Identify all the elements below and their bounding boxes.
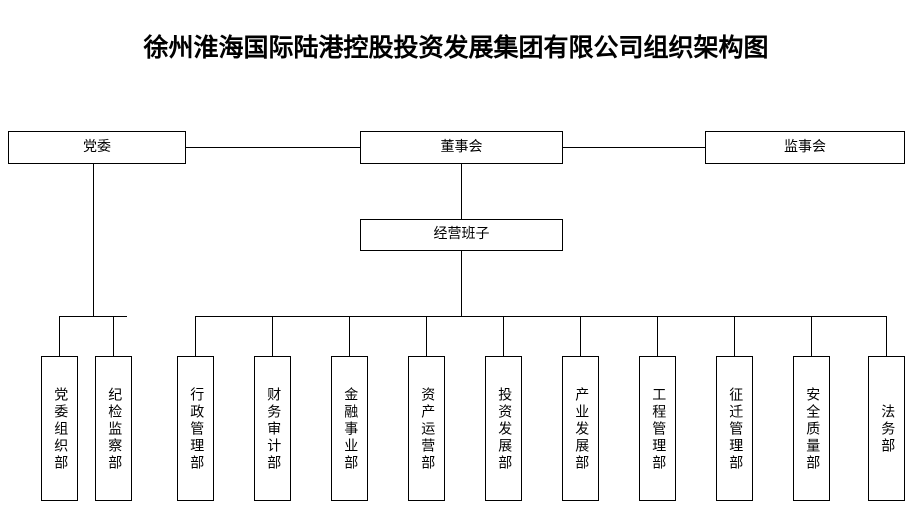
node-label: 金融事业部: [342, 387, 359, 472]
connector-drop-dept-6: [426, 316, 427, 356]
connector-party-to-board: [186, 147, 360, 148]
connector-drop-dept-9: [657, 316, 658, 356]
node-dept-asset-operation[interactable]: 资产运营部: [408, 356, 445, 501]
node-board-of-directors[interactable]: 董事会: [360, 131, 563, 164]
connector-drop-dept-8: [580, 316, 581, 356]
connector-drop-dept-4: [272, 316, 273, 356]
connector-main-bus: [195, 316, 886, 317]
node-dept-administration[interactable]: 行政管理部: [177, 356, 214, 501]
node-label: 监事会: [784, 138, 826, 155]
node-label: 产业发展部: [573, 387, 590, 472]
node-board-of-supervisors[interactable]: 监事会: [705, 131, 905, 164]
node-label: 工程管理部: [650, 387, 667, 472]
node-party-committee[interactable]: 党委: [8, 131, 186, 164]
connector-board-to-supervisors: [563, 147, 705, 148]
node-label: 董事会: [440, 138, 483, 155]
connector-party-drop: [93, 164, 94, 316]
node-label: 经营班子: [433, 226, 490, 243]
connector-drop-dept-5: [349, 316, 350, 356]
node-dept-investment-development[interactable]: 投资发展部: [485, 356, 522, 501]
node-dept-party-org[interactable]: 党委组织部: [41, 356, 78, 501]
connector-management-drop: [461, 251, 462, 316]
node-label: 资产运营部: [419, 387, 436, 472]
node-label: 财务审计部: [265, 387, 282, 472]
connector-drop-dept-7: [503, 316, 504, 356]
node-management-team[interactable]: 经营班子: [360, 219, 563, 251]
node-dept-relocation-management[interactable]: 征迁管理部: [716, 356, 753, 501]
node-dept-industry-development[interactable]: 产业发展部: [562, 356, 599, 501]
node-label: 征迁管理部: [727, 387, 744, 472]
node-label: 党委组织部: [52, 387, 69, 472]
node-label: 行政管理部: [188, 387, 205, 472]
connector-drop-dept-11: [811, 316, 812, 356]
connector-drop-dept-12: [886, 316, 887, 356]
connector-drop-dept-3: [195, 316, 196, 356]
node-dept-safety-quality[interactable]: 安全质量部: [793, 356, 830, 501]
node-label: 法务部: [879, 404, 896, 455]
node-dept-discipline-inspection[interactable]: 纪检监察部: [95, 356, 132, 501]
connector-board-to-management: [461, 164, 462, 219]
node-dept-engineering-management[interactable]: 工程管理部: [639, 356, 676, 501]
node-dept-finance-audit[interactable]: 财务审计部: [254, 356, 291, 501]
node-label: 纪检监察部: [106, 387, 123, 472]
page-title: 徐州淮海国际陆港控股投资发展集团有限公司组织架构图: [143, 33, 769, 62]
connector-party-bus: [59, 316, 127, 317]
node-label: 安全质量部: [804, 387, 821, 472]
connector-drop-dept-10: [734, 316, 735, 356]
node-dept-legal-affairs[interactable]: 法务部: [868, 356, 905, 501]
connector-drop-dept-1: [59, 316, 60, 356]
node-label: 投资发展部: [496, 387, 513, 472]
node-dept-financial-business[interactable]: 金融事业部: [331, 356, 368, 501]
connector-drop-dept-2: [113, 316, 114, 356]
node-label: 党委: [83, 138, 111, 155]
